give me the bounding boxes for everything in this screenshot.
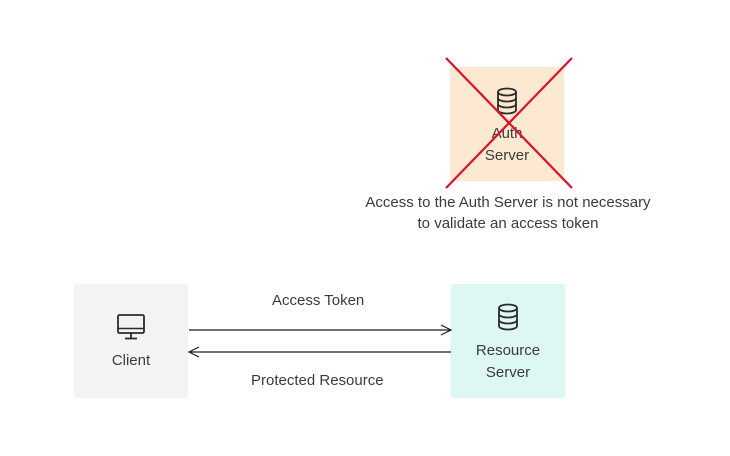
protected-resource-label: Protected Resource [251, 372, 384, 389]
note-line1: Access to the Auth Server is not necessa… [365, 194, 651, 211]
auth-server-box: Auth Server [450, 67, 564, 181]
resource-server-label: Resource Server [451, 340, 565, 384]
monitor-icon [117, 314, 145, 340]
auth-server-note: Access to the Auth Server is not necessa… [298, 192, 718, 234]
auth-server-label-line1: Auth [491, 125, 523, 142]
auth-server-label: Auth Server [450, 123, 564, 167]
note-line2: to validate an access token [417, 215, 599, 232]
resource-server-label-line2: Server [485, 364, 531, 381]
client-box: Client [74, 284, 188, 398]
auth-server-label-line2: Server [484, 147, 530, 164]
database-icon [497, 87, 517, 115]
access-token-arrow [189, 324, 453, 336]
access-token-label: Access Token [272, 292, 365, 309]
resource-server-label-line1: Resource [475, 342, 541, 359]
database-icon [498, 303, 518, 331]
client-label: Client [111, 352, 151, 369]
protected-resource-arrow [187, 346, 451, 358]
resource-server-box: Resource Server [451, 284, 565, 398]
